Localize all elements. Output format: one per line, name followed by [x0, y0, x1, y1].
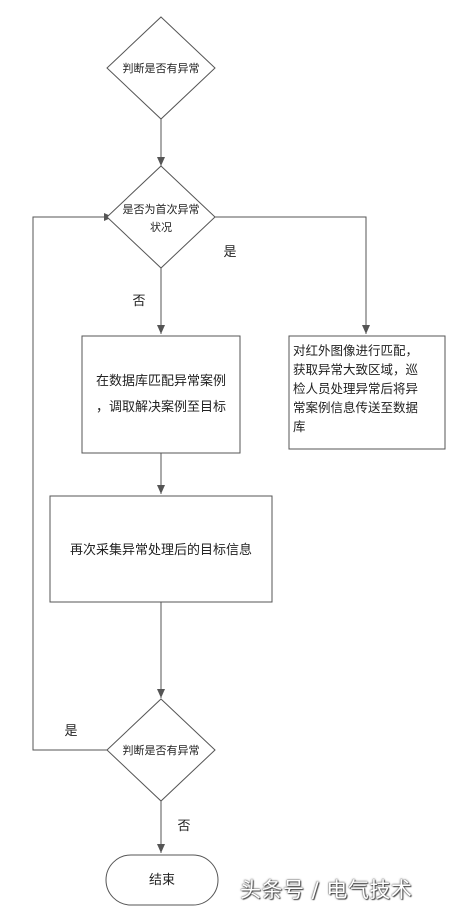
terminal-end-box: [105, 854, 219, 906]
process-infrared-line5: 库: [293, 419, 306, 434]
process-infrared-line3: 检人员处理异常后将异: [293, 381, 418, 396]
connector-yes-to-infrared: [215, 216, 370, 334]
process-infrared-box: [288, 335, 446, 450]
label-yes-right: 是: [223, 245, 236, 260]
label-no-down: 否: [132, 294, 145, 309]
decision-start-diamond: [106, 16, 216, 120]
decision-start-label: 判断是否有异常: [123, 61, 200, 75]
process-infrared-line2: 获取异常大致区域，巡: [293, 362, 419, 377]
watermark: 头条号 / 电气技术: [240, 878, 413, 902]
process-match-line2: ，调取解决案例至目标: [96, 400, 226, 415]
decision-first-label-line1: 是否为首次异常: [123, 202, 200, 216]
process-recollect-box: [49, 495, 273, 603]
process-match-box: [81, 335, 241, 454]
process-match-line1: 在数据库匹配异常案例: [96, 373, 226, 389]
decision-end-diamond: [106, 698, 216, 802]
decision-end-label: 判断是否有异常: [123, 743, 200, 757]
terminal-end-label: 结束: [149, 873, 175, 888]
label-no-end: 否: [177, 819, 190, 834]
process-infrared-line1: 对红外图像进行匹配，: [293, 343, 418, 358]
decision-first-anomaly-diamond: [106, 165, 216, 269]
decision-first-label-line2: 状况: [150, 220, 172, 234]
process-infrared-line4: 常案例信息传送至数据: [293, 400, 418, 415]
label-yes-loop: 是: [64, 724, 77, 739]
process-recollect-label: 再次采集异常处理后的目标信息: [70, 542, 252, 558]
connector-loop-back: [32, 213, 113, 751]
